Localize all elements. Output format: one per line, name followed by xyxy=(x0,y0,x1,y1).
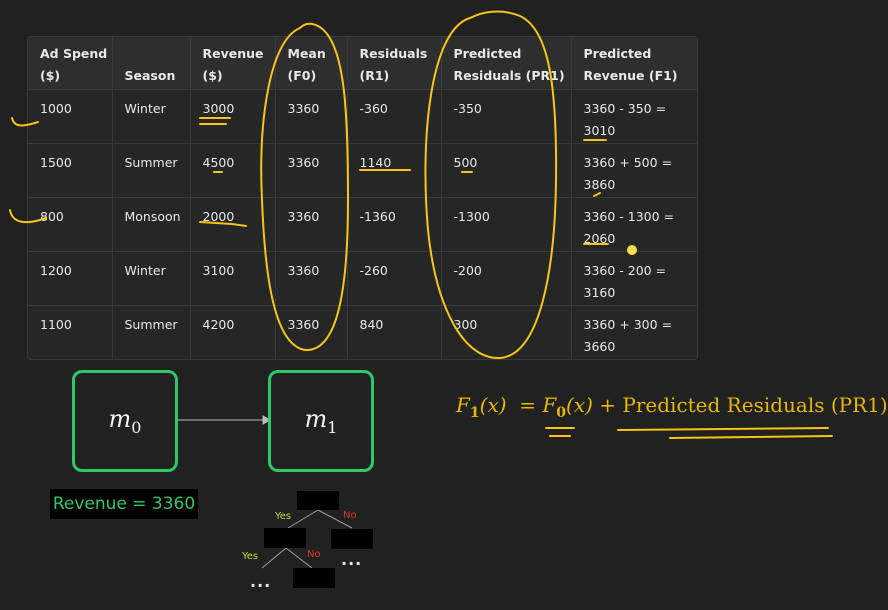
cell-season: Summer xyxy=(112,143,191,198)
tree-no-label-1: No xyxy=(343,510,357,521)
cell-season: Monsoon xyxy=(112,197,191,252)
tree-no-label-2: No xyxy=(307,549,321,560)
arrow-m0-to-m1 xyxy=(177,415,272,425)
formula: F1(x) = F0(x) + Predicted Residuals (PR1… xyxy=(456,393,888,421)
cell-predicted-residual: 500 xyxy=(441,143,572,198)
model-m0-box: m0 xyxy=(72,370,178,472)
cell-revenue: 4200 xyxy=(190,305,276,359)
header-predicted-revenue: Predicted Revenue (F1) xyxy=(571,37,697,90)
cell-revenue: 2000 xyxy=(190,197,276,252)
cell-predicted-residual: -350 xyxy=(441,89,572,144)
header-residuals: Residuals (R1) xyxy=(347,37,442,90)
cell-residual: -260 xyxy=(347,251,442,306)
cell-ad-spend: 1100 xyxy=(28,305,113,359)
cell-mean: 3360 xyxy=(275,251,348,306)
data-table-container: Ad Spend ($) Season Revenue ($) Mean (F0… xyxy=(27,36,698,360)
cell-residual: 840 xyxy=(347,305,442,359)
cell-predicted-revenue: 3360 - 350 = 3010 xyxy=(571,89,697,144)
table-row: 1100 Summer 4200 3360 840 300 3360 + 300… xyxy=(28,305,697,359)
table-header-row: Ad Spend ($) Season Revenue ($) Mean (F0… xyxy=(28,37,697,90)
table-row: 1200 Winter 3100 3360 -260 -200 3360 - 2… xyxy=(28,251,697,306)
cell-season: Summer xyxy=(112,305,191,359)
cell-predicted-revenue: 3360 + 300 = 3660 xyxy=(583,317,673,354)
cell-ad-spend: 1500 xyxy=(28,143,113,198)
cell-mean: 3360 xyxy=(275,89,348,144)
tree-yes-label-2: Yes xyxy=(242,551,259,562)
cell-revenue: 3000 xyxy=(190,89,276,144)
annotation-underline-f0 xyxy=(545,427,575,437)
tree-leaf-node xyxy=(293,568,335,588)
table-row: 1000 Winter 3000 3360 -360 -350 3360 - 3… xyxy=(28,89,697,144)
tree-right-node xyxy=(331,529,373,549)
data-table: Ad Spend ($) Season Revenue ($) Mean (F0… xyxy=(28,37,697,359)
header-ad-spend: Ad Spend ($) xyxy=(28,37,113,90)
cell-season: Winter xyxy=(112,251,191,306)
cell-residual: -1360 xyxy=(347,197,442,252)
cell-predicted-revenue: 3360 - 1300 = 2060 xyxy=(571,197,697,252)
cell-revenue: 3100 xyxy=(190,251,276,306)
cell-ad-spend: 1200 xyxy=(28,251,113,306)
model-m0-label: m0 xyxy=(108,405,142,437)
tree-left-node xyxy=(264,528,306,548)
cell-ad-spend: 1000 xyxy=(28,89,113,144)
revenue-value-box: Revenue = 3360 xyxy=(50,489,198,519)
cell-season: Winter xyxy=(112,89,191,144)
table-row: 1500 Summer 4500 3360 1140 500 3360 + 50… xyxy=(28,143,697,198)
annotation-underline-formula xyxy=(617,427,833,439)
tree-ellipsis-right: ... xyxy=(341,550,363,569)
cell-residual: -360 xyxy=(347,89,442,144)
cell-predicted-residual: -1300 xyxy=(441,197,572,252)
cell-predicted-revenue: 3360 + 500 = 3860 xyxy=(571,143,697,198)
tree-ellipsis-left: ... xyxy=(250,572,272,591)
header-predicted-residuals: Predicted Residuals (PR1) xyxy=(441,37,572,90)
cell-predicted-revenue: 3360 - 200 = 3160 xyxy=(571,251,697,306)
model-m1-label: m1 xyxy=(304,405,338,437)
header-revenue: Revenue ($) xyxy=(190,37,276,90)
header-season: Season xyxy=(112,37,191,90)
table-row: 800 Monsoon 2000 3360 -1360 -1300 3360 -… xyxy=(28,197,697,252)
cell-revenue: 4500 xyxy=(190,143,276,198)
cell-predicted-residual: -200 xyxy=(441,251,572,306)
tree-yes-label-1: Yes xyxy=(275,511,292,522)
model-m1-box: m1 xyxy=(268,370,374,472)
cell-predicted-residual: 300 xyxy=(441,305,572,359)
cell-ad-spend: 800 xyxy=(28,197,113,252)
header-mean: Mean (F0) xyxy=(275,37,348,90)
cell-mean: 3360 xyxy=(275,305,348,359)
cell-mean: 3360 xyxy=(275,143,348,198)
tree-root-node xyxy=(297,491,339,510)
cell-mean: 3360 xyxy=(275,197,348,252)
cell-residual: 1140 xyxy=(347,143,442,198)
